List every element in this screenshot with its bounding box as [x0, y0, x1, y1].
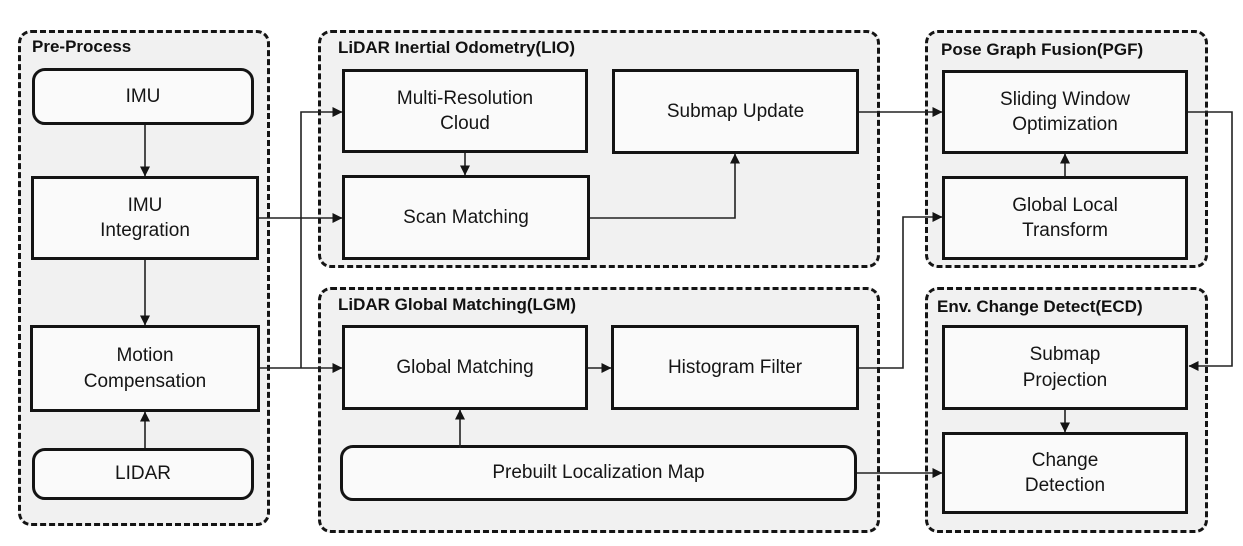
group-title-preprocess: Pre-Process [32, 37, 132, 56]
node-histogram-filter: Histogram Filter [611, 325, 859, 410]
node-global-local-transform: Global Local Transform [942, 176, 1188, 260]
node-submap-update: Submap Update [612, 69, 859, 154]
group-title-ecd: Env. Change Detect(ECD) [937, 297, 1143, 316]
group-title-lgm: LiDAR Global Matching(LGM) [338, 295, 576, 314]
node-global-matching: Global Matching [342, 325, 588, 410]
node-imu: IMU [32, 68, 254, 125]
group-title-pgf: Pose Graph Fusion(PGF) [941, 40, 1144, 59]
node-submap-projection: Submap Projection [942, 325, 1188, 410]
node-multi-resolution-cloud: Multi-Resolution Cloud [342, 69, 588, 153]
node-imu-integration: IMU Integration [31, 176, 259, 260]
node-scan-matching: Scan Matching [342, 175, 590, 260]
node-sliding-window-optimization: Sliding Window Optimization [942, 70, 1188, 154]
node-lidar: LIDAR [32, 448, 254, 500]
node-change-detection: Change Detection [942, 432, 1188, 514]
node-prebuilt-localization-map: Prebuilt Localization Map [340, 445, 857, 501]
node-motion-compensation: Motion Compensation [30, 325, 260, 412]
group-title-lio: LiDAR Inertial Odometry(LIO) [338, 38, 576, 57]
